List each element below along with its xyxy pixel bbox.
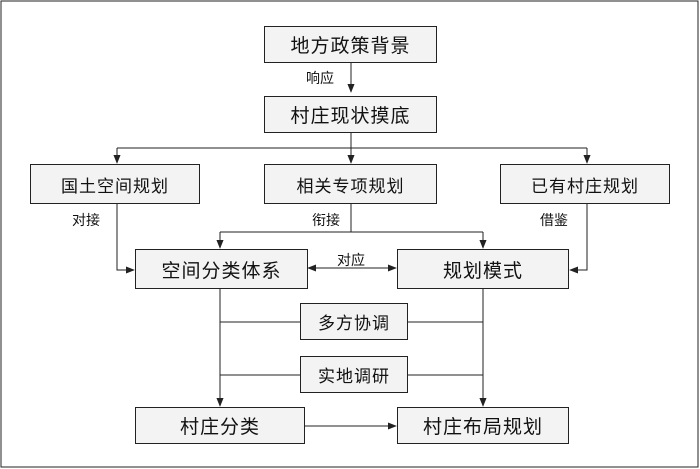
node-status: 村庄现状摸底 [264,96,437,133]
node-mode: 规划模式 [397,249,569,289]
node-existing: 已有村庄规划 [500,164,670,204]
node-classify: 村庄分类 [135,407,305,444]
edge-label-align: 对接 [72,213,100,229]
node-survey: 实地调研 [300,356,408,393]
node-land: 国土空间规划 [30,164,200,204]
node-special: 相关专项规划 [264,164,437,204]
edge-label-correspond: 对应 [337,253,365,269]
edge-label-link: 衔接 [312,213,340,229]
node-system: 空间分类体系 [135,249,308,289]
node-policy: 地方政策背景 [264,26,437,63]
edge-label-respond: 响应 [306,71,334,87]
node-layout: 村庄布局规划 [397,407,569,444]
edge-existing-mode [569,203,588,274]
node-coord: 多方协调 [300,303,408,340]
edge-land-system [116,203,135,274]
edge-label-learn: 借鉴 [540,213,568,229]
